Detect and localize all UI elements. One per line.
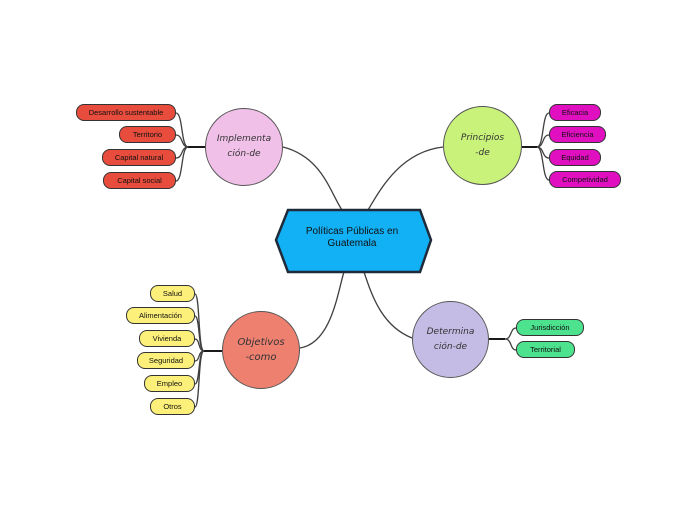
leaf-connector (504, 338, 517, 351)
central-node-shape[interactable] (274, 208, 433, 274)
leaf-otros[interactable]: Otros (150, 398, 195, 415)
leaf-desarrollo-sustentable[interactable]: Desarrollo sustentable (76, 104, 176, 121)
leaf-capital-natural[interactable]: Capital natural (102, 149, 176, 166)
leaf-jurisdiccion[interactable]: Jurisdicción (516, 319, 584, 336)
hub-objetivos[interactable]: Objetivos -como (222, 311, 300, 389)
connector-determinacion (363, 271, 413, 339)
central-node-label[interactable]: Políticas Públicas en Guatemala (305, 226, 399, 249)
leaf-connector (194, 293, 205, 352)
leaf-connector (175, 146, 189, 182)
hub-principios[interactable]: Principios -de (443, 106, 522, 185)
leaf-alimentacion[interactable]: Alimentación (126, 307, 195, 324)
leaf-competividad[interactable]: Competividad (549, 171, 621, 188)
leaf-connector (194, 350, 205, 408)
connector-principios (367, 146, 444, 211)
leaf-seguridad[interactable]: Seguridad (137, 352, 195, 369)
connector-implementacion (282, 146, 343, 211)
connector-objetivos (299, 271, 345, 349)
leaf-connector (536, 146, 550, 181)
leaf-capital-social[interactable]: Capital social (103, 172, 176, 189)
leaf-salud[interactable]: Salud (150, 285, 195, 302)
leaf-vivienda[interactable]: Vivienda (139, 330, 195, 347)
leaf-eficiencia[interactable]: Eficiencia (549, 126, 606, 143)
leaf-territorio[interactable]: Territorio (119, 126, 176, 143)
leaf-territorial[interactable]: Territorial (516, 341, 575, 358)
leaf-equidad[interactable]: Equidad (549, 149, 601, 166)
leaf-empleo[interactable]: Empleo (144, 375, 195, 392)
leaf-connector (504, 327, 517, 340)
leaf-eficacia[interactable]: Eficacia (549, 104, 601, 121)
hub-determinacion[interactable]: Determina ción-de (412, 301, 489, 378)
hub-implementacion[interactable]: Implementa ción-de (205, 108, 283, 186)
